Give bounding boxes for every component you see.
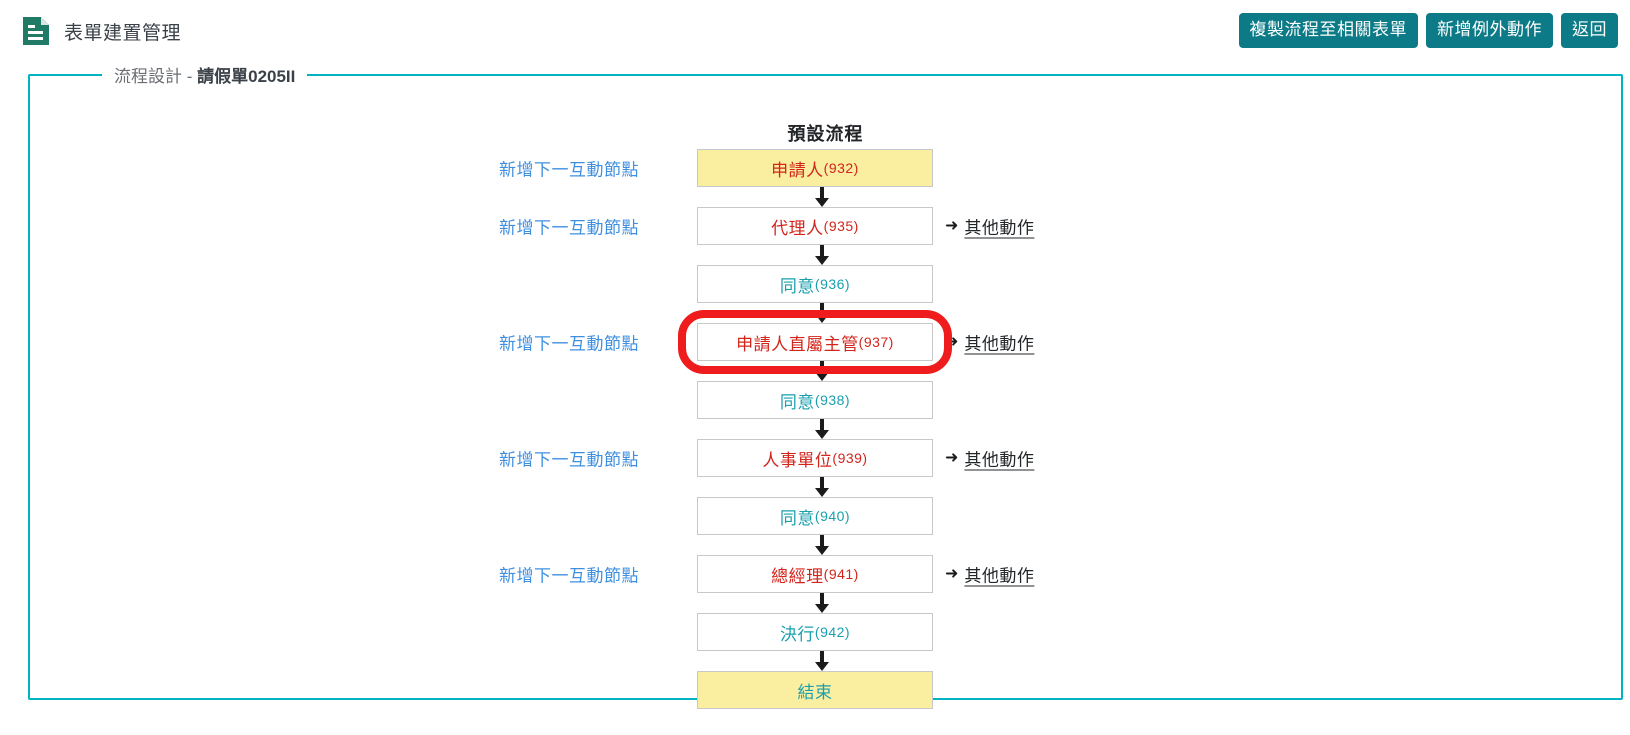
document-icon — [22, 16, 50, 46]
node-hr-unit[interactable]: 人事單位(939) — [697, 439, 933, 477]
node-label: 同意 — [779, 392, 815, 412]
add-exception-button[interactable]: 新增例外動作 — [1426, 13, 1553, 48]
node-label: 決行 — [779, 624, 815, 644]
flow-row: 新增下一互動節點 總經理(941) ➜ 其他動作 — [30, 555, 1621, 593]
node-label: 人事單位 — [762, 450, 833, 470]
arrow-right-icon: ➜ — [945, 565, 959, 582]
node-label: 申請人 — [771, 160, 824, 180]
arrow-down-icon — [815, 361, 829, 381]
flow-connector — [30, 651, 1621, 671]
node-final-decision[interactable]: 決行(942) — [697, 613, 933, 651]
flow-connector — [30, 245, 1621, 265]
node-approve-940[interactable]: 同意(940) — [697, 497, 933, 535]
flow-canvas: 預設流程 新增下一互動節點申請人(932)新增下一互動節點代理人(935)➜其他… — [30, 87, 1621, 709]
other-action-link[interactable]: 其他動作 — [964, 334, 1035, 354]
node-id: (940) — [814, 508, 851, 524]
arrow-down-icon — [815, 477, 829, 497]
node-approve-936[interactable]: 同意(936) — [697, 265, 933, 303]
flow-row: 同意(940) — [30, 497, 1621, 535]
legend-form-name: 請假單0205II — [197, 67, 296, 86]
flow-row: 新增下一互動節點 代理人(935) ➜ 其他動作 — [30, 207, 1621, 245]
flow-row: 同意(938) — [30, 381, 1621, 419]
node-id: (938) — [814, 392, 851, 408]
flow-row: 新增下一互動節點 人事單位(939) ➜ 其他動作 — [30, 439, 1621, 477]
node-id: (936) — [814, 276, 851, 292]
header-brand: 表單建置管理 — [22, 16, 181, 46]
arrow-down-icon — [815, 303, 829, 323]
arrow-down-icon — [815, 187, 829, 207]
node-label: 結束 — [797, 682, 833, 702]
other-action-group: ➜ 其他動作 — [945, 330, 1034, 355]
add-next-node-link[interactable]: 新增下一互動節點 — [499, 450, 639, 470]
node-id: (939) — [832, 450, 868, 466]
add-next-node-link[interactable]: 新增下一互動節點 — [499, 218, 639, 238]
flow-connector — [30, 535, 1621, 555]
other-action-group: ➜ 其他動作 — [945, 562, 1034, 587]
other-action-link[interactable]: 其他動作 — [964, 218, 1035, 238]
flow-row: 決行(942) — [30, 613, 1621, 651]
other-action-group: ➜ 其他動作 — [945, 446, 1034, 471]
flow-row: 同意(936) — [30, 265, 1621, 303]
header-action-bar: 複製流程至相關表單 新增例外動作 返回 — [1238, 13, 1618, 48]
flow-design-panel: 流程設計 - 請假單0205II 預設流程 新增下一互動節點申請人(932)新增… — [28, 62, 1623, 709]
add-next-node-link[interactable]: 新增下一互動節點 — [499, 160, 639, 180]
node-label: 總經理 — [771, 566, 824, 586]
node-applicant[interactable]: 申請人(932) — [697, 149, 933, 187]
flow-row: 新增下一互動節點 申請人(932) — [30, 149, 1621, 187]
add-next-node-link[interactable]: 新增下一互動節點 — [499, 334, 639, 354]
legend-prefix: 流程設計 - — [114, 67, 198, 86]
node-label: 同意 — [779, 276, 815, 296]
flow-node-list: 新增下一互動節點申請人(932)新增下一互動節點代理人(935)➜其他動作同意(… — [30, 149, 1621, 709]
other-action-link[interactable]: 其他動作 — [964, 450, 1035, 470]
app-header: 表單建置管理 複製流程至相關表單 新增例外動作 返回 — [0, 0, 1630, 62]
add-next-node-link[interactable]: 新增下一互動節點 — [499, 566, 639, 586]
node-end[interactable]: 結束 — [697, 671, 933, 709]
node-label: 同意 — [779, 508, 815, 528]
other-action-link[interactable]: 其他動作 — [964, 566, 1035, 586]
flow-connector — [30, 187, 1621, 207]
flow-connector — [30, 303, 1621, 323]
node-label: 代理人 — [771, 218, 824, 238]
node-approve-938[interactable]: 同意(938) — [697, 381, 933, 419]
copy-flow-button[interactable]: 複製流程至相關表單 — [1238, 13, 1418, 48]
node-label: 申請人直屬主管 — [736, 334, 859, 354]
node-id: (941) — [823, 566, 859, 582]
node-general-manager[interactable]: 總經理(941) — [697, 555, 933, 593]
arrow-right-icon: ➜ — [945, 333, 959, 350]
arrow-down-icon — [815, 535, 829, 555]
flow-row: 結束 — [30, 671, 1621, 709]
back-button[interactable]: 返回 — [1561, 13, 1618, 48]
arrow-right-icon: ➜ — [945, 449, 959, 466]
arrow-down-icon — [815, 419, 829, 439]
flow-diagram-title: 預設流程 — [787, 124, 864, 144]
other-action-group: ➜ 其他動作 — [945, 214, 1034, 239]
arrow-right-icon: ➜ — [945, 217, 959, 234]
node-id: (932) — [823, 160, 859, 176]
flow-connector — [30, 419, 1621, 439]
node-agent[interactable]: 代理人(935) — [697, 207, 933, 245]
flow-row: 新增下一互動節點 申請人直屬主管(937) ➜ 其他動作 — [30, 323, 1621, 361]
arrow-down-icon — [815, 651, 829, 671]
node-id: (937) — [858, 334, 894, 350]
node-id: (935) — [823, 218, 859, 234]
flow-design-legend: 流程設計 - 請假單0205II — [102, 62, 307, 87]
arrow-down-icon — [815, 593, 829, 613]
flow-connector — [30, 593, 1621, 613]
flow-connector — [30, 477, 1621, 497]
arrow-down-icon — [815, 245, 829, 265]
node-id: (942) — [814, 624, 851, 640]
page-title: 表單建置管理 — [64, 22, 182, 44]
flow-connector — [30, 361, 1621, 381]
node-direct-manager[interactable]: 申請人直屬主管(937) — [697, 323, 933, 361]
